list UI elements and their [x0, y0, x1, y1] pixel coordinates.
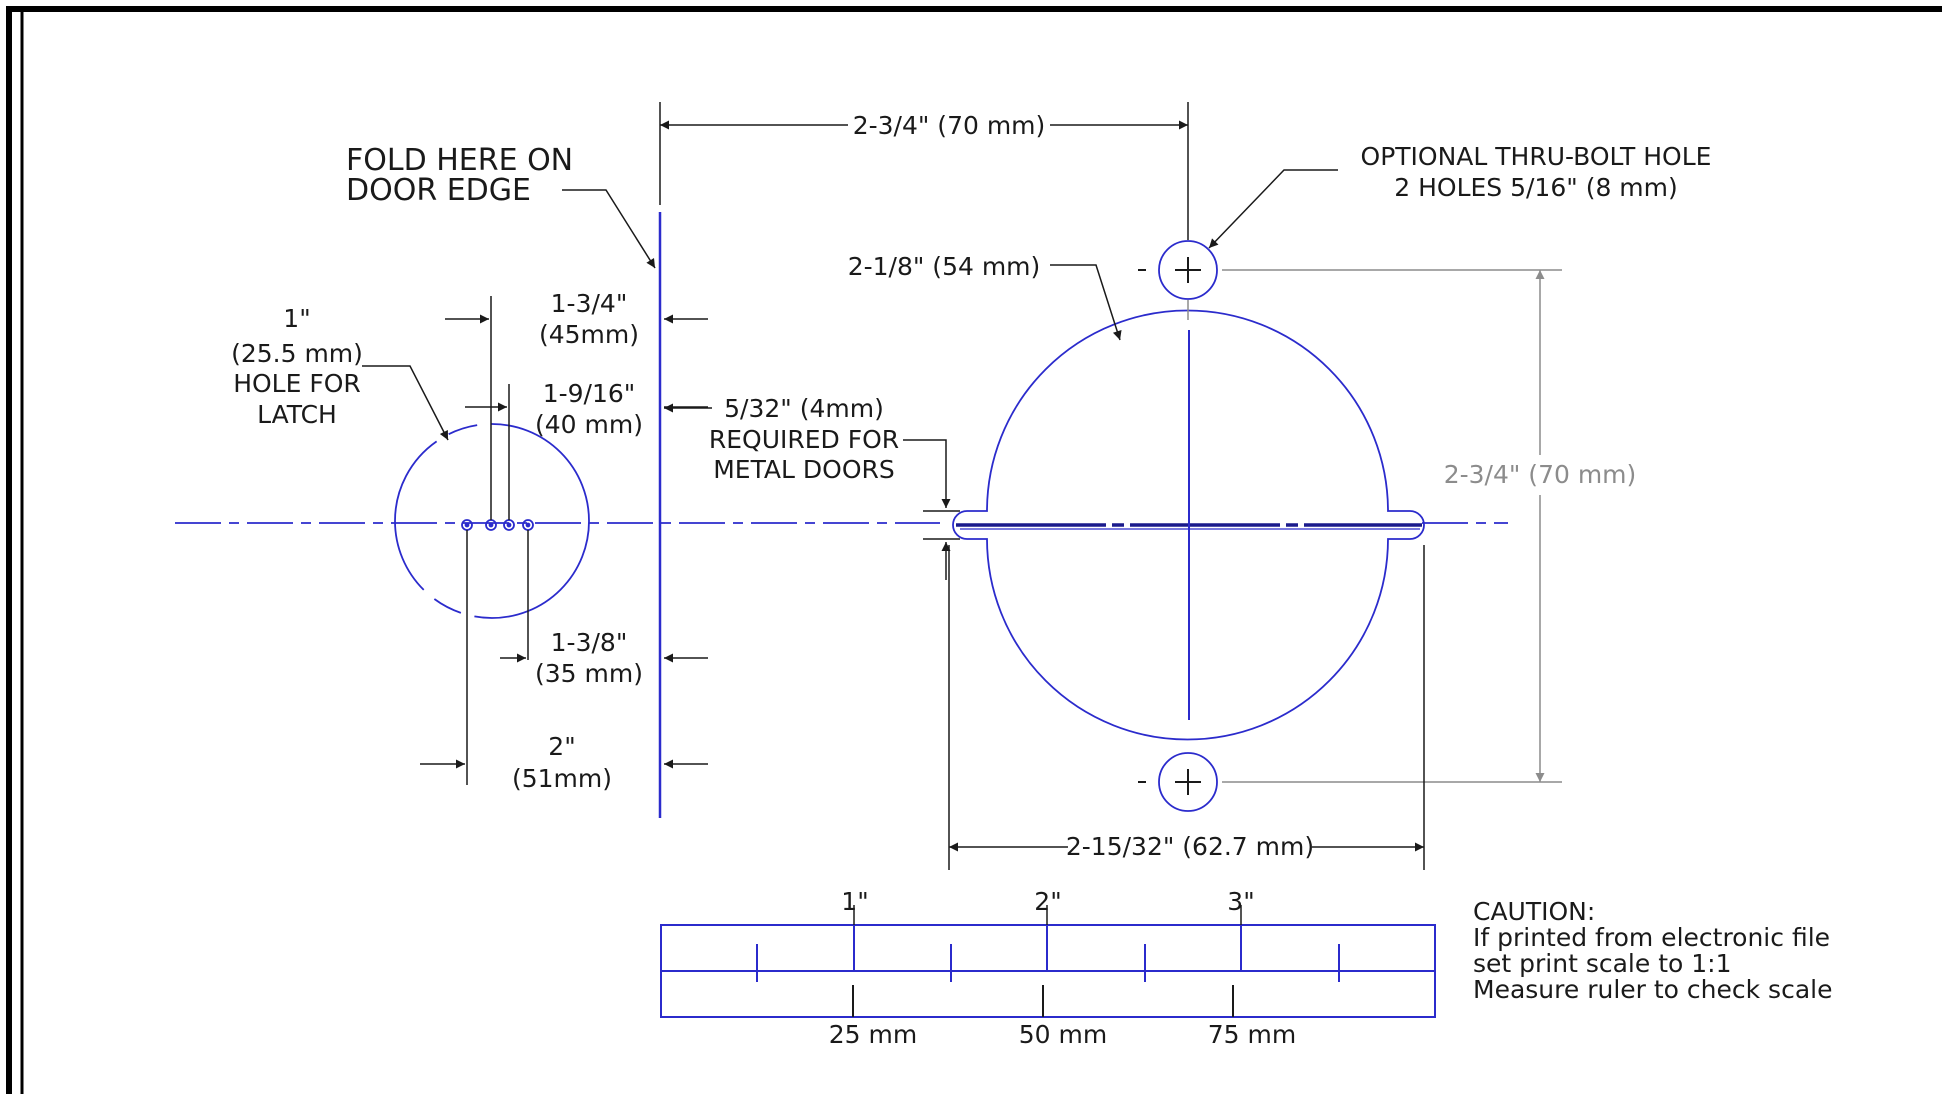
metal-door-line1: 5/32" (4mm) — [724, 394, 884, 423]
metal-door-line2: REQUIRED FOR — [709, 425, 899, 454]
vertical-dimension-label: 2-3/4" (70 mm) — [1444, 460, 1637, 489]
thru-bolt-label-line1: OPTIONAL THRU-BOLT HOLE — [1361, 142, 1712, 171]
caution-title: CAUTION: — [1473, 897, 1595, 926]
metal-door-line3: METAL DOORS — [713, 455, 895, 484]
backset-45-line1: 1-3/4" — [551, 289, 628, 318]
thru-bolt-hole-bottom — [1158, 752, 1218, 812]
caution-line1: If printed from electronic file — [1473, 923, 1830, 952]
thru-bolt-hole-top — [1158, 240, 1218, 300]
bottom-dimension-label: 2-15/32" (62.7 mm) — [1066, 832, 1314, 861]
backset-35-line2: (35 mm) — [535, 659, 643, 688]
backset-45-line2: (45mm) — [539, 320, 639, 349]
fold-label-line1: FOLD HERE ON — [346, 143, 573, 178]
backset-51-line2: (51mm) — [512, 764, 612, 793]
bolt-hole-crosses — [1138, 257, 1201, 795]
backset-40-line2: (40 mm) — [535, 410, 643, 439]
ruler-mm-ticks — [852, 985, 1234, 1017]
thru-bolt-label-line2: 2 HOLES 5/16" (8 mm) — [1394, 173, 1678, 202]
caution-line2: set print scale to 1:1 — [1473, 949, 1731, 978]
ruler-mm-label-75: 75 mm — [1208, 1020, 1296, 1049]
latch-label-line3: HOLE FOR — [233, 369, 361, 398]
labels-layer: FOLD HERE ON DOOR EDGE 2-3/4" (70 mm) OP… — [231, 111, 1832, 1049]
dimension-layer — [362, 102, 1562, 870]
caution-line3: Measure ruler to check scale — [1473, 975, 1832, 1004]
sheet-border — [6, 6, 1942, 1094]
backset-40-line1: 1-9/16" — [543, 379, 636, 408]
latch-label-line4: LATCH — [257, 400, 337, 429]
ruler-mm-label-25: 25 mm — [829, 1020, 917, 1049]
backset-51-line1: 2" — [548, 732, 575, 761]
fold-label-line2: DOOR EDGE — [346, 173, 531, 208]
ruler-inch-label-3: 3" — [1227, 887, 1254, 916]
ruler-inch-label-1: 1" — [841, 887, 868, 916]
ruler-mm-label-50: 50 mm — [1019, 1020, 1107, 1049]
backset-35-line1: 1-3/8" — [551, 628, 628, 657]
bore-diameter-label: 2-1/8" (54 mm) — [848, 252, 1041, 281]
latch-hole-circle — [394, 423, 590, 619]
ruler-inch-ticks-dark — [853, 905, 1242, 925]
scale-ruler — [660, 924, 1436, 1018]
top-dimension-label: 2-3/4" (70 mm) — [853, 111, 1046, 140]
geometry-layer — [175, 212, 1508, 818]
bore-hole-outline — [952, 309, 1425, 741]
latch-label-line1: 1" — [283, 304, 310, 333]
latch-label-line2: (25.5 mm) — [231, 339, 363, 368]
ruler-inch-label-2: 2" — [1034, 887, 1061, 916]
